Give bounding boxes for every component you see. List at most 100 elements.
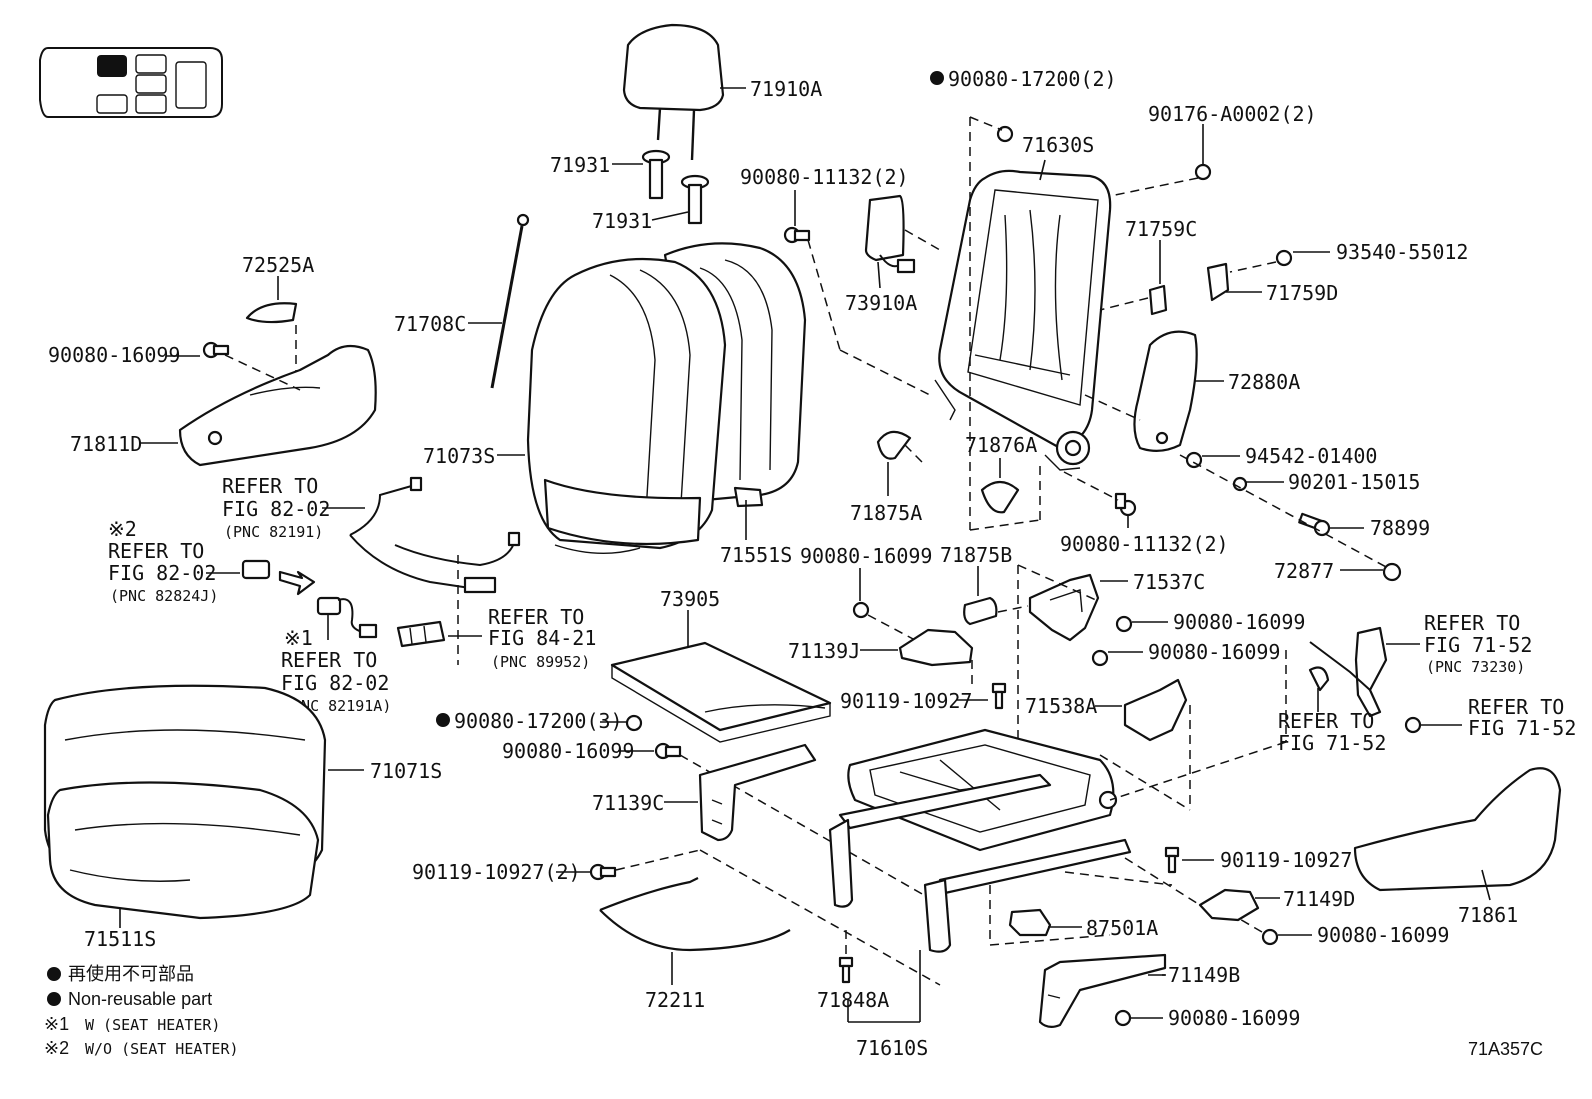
seatback-rod-part[interactable]: [490, 213, 530, 389]
seat-frame-part-71610S[interactable]: [828, 728, 1132, 953]
washer-94542[interactable]: [1185, 451, 1203, 469]
svg-text:※2: ※2: [44, 1038, 69, 1058]
refer-fig-82-02-pnc-82824J[interactable]: ※2 REFER TO FIG 82-02 (PNC 82824J): [108, 517, 218, 605]
connector-89952[interactable]: [396, 620, 446, 648]
refer-fig-82-02-pnc-82191[interactable]: REFER TO FIG 82-02 (PNC 82191): [222, 474, 330, 541]
cover-part-71149D[interactable]: [1198, 888, 1260, 922]
refer-fig-71-52-a[interactable]: REFER TO FIG 71-52: [1278, 709, 1386, 755]
svg-text:再使用不可部品: 再使用不可部品: [68, 964, 194, 984]
label-71848A: 71848A: [817, 988, 889, 1012]
bolt-78899[interactable]: [1298, 512, 1331, 537]
label-71811D: 71811D: [70, 432, 142, 456]
cover-part-71875B[interactable]: [963, 596, 998, 626]
label-90080-17200-b: 90080-17200(3): [454, 709, 623, 733]
label-94542: 94542-01400: [1245, 444, 1377, 468]
label-72877: 72877: [1274, 559, 1334, 583]
label-71759D: 71759D: [1266, 281, 1338, 305]
seatback-cover-part[interactable]: [526, 257, 727, 554]
label-71610S: 71610S: [856, 1036, 928, 1060]
screw-93540-55012[interactable]: [1275, 249, 1293, 267]
bolt-90080-16099-a[interactable]: [202, 341, 230, 359]
wire-harness-part[interactable]: [349, 476, 521, 594]
cover-part-71759D[interactable]: [1206, 262, 1230, 302]
label-72880A: 72880A: [1228, 370, 1300, 394]
svg-text:※1: ※1: [44, 1014, 69, 1034]
cover-part-71876A[interactable]: [980, 480, 1020, 514]
svg-text:(PNC 89952): (PNC 89952): [491, 653, 590, 671]
bolt-90080-16099-d[interactable]: [1091, 649, 1109, 667]
cover-part-71139C[interactable]: [698, 743, 817, 842]
seatback-frame-part-71630S[interactable]: [934, 169, 1112, 471]
svg-text:Non-reusable part: Non-reusable part: [68, 989, 212, 1009]
svg-text:REFER TO: REFER TO: [1424, 611, 1520, 635]
bolt-90080-16099-e[interactable]: [654, 742, 682, 760]
connector-82824J[interactable]: [241, 559, 271, 580]
bolt-90080-11132-a[interactable]: [783, 226, 811, 244]
bolt-90119-10927-b[interactable]: [589, 863, 617, 881]
refer-fig-71-52-pnc-73230[interactable]: REFER TO FIG 71-52 (PNC 73230): [1424, 611, 1532, 676]
non-reusable-dot: [436, 713, 450, 727]
bolt-90119-10927-a[interactable]: [991, 682, 1007, 710]
cap-72877[interactable]: [1382, 562, 1402, 582]
svg-text:REFER TO: REFER TO: [222, 474, 318, 498]
svg-text:REFER TO: REFER TO: [1278, 709, 1374, 733]
seatbelt-buckle-part[interactable]: [1308, 626, 1388, 718]
bolt-90080-16099-f[interactable]: [1261, 928, 1279, 946]
label-90080-16099-f: 90080-16099: [1317, 923, 1449, 947]
cover-part-71875A[interactable]: [876, 430, 912, 460]
label-90080-16099-b: 90080-16099: [800, 544, 932, 568]
label-71875B: 71875B: [940, 543, 1012, 567]
bracket-part-71759C[interactable]: [1148, 284, 1168, 316]
svg-text:(PNC 82824J): (PNC 82824J): [110, 587, 218, 605]
label-72211: 72211: [645, 988, 705, 1012]
side-airbag-part-73910A[interactable]: [864, 194, 916, 274]
label-93540: 93540-55012: [1336, 240, 1468, 264]
label-71149B: 71149B: [1168, 963, 1240, 987]
label-90080-16099-a: 90080-16099: [48, 343, 180, 367]
svg-text:FIG 82-02: FIG 82-02: [222, 497, 330, 521]
label-71071S: 71071S: [370, 759, 442, 783]
bolt-71848A[interactable]: [838, 956, 854, 984]
recliner-cover-part-72880A[interactable]: [1133, 330, 1198, 452]
cushion-pad-part-71511S[interactable]: [46, 781, 320, 920]
bolt-90080-11132-b[interactable]: [1114, 492, 1137, 517]
connector-82191A[interactable]: [316, 596, 378, 639]
headrest-support-lower[interactable]: [680, 174, 710, 225]
headrest-support-upper[interactable]: [641, 149, 671, 200]
label-90176: 90176-A0002(2): [1148, 102, 1317, 126]
side-trim-part-71811D[interactable]: [178, 344, 377, 467]
bolt-90080-16099-c[interactable]: [1115, 615, 1133, 633]
bolt-90119-10927-c[interactable]: [1164, 846, 1180, 874]
label-90080-16099-c: 90080-16099: [1173, 610, 1305, 634]
label-71139C: 71139C: [592, 791, 664, 815]
svg-text:FIG 82-02: FIG 82-02: [108, 561, 216, 585]
bolt-90080-16099-g[interactable]: [1114, 1009, 1132, 1027]
svg-text:FIG 71-52: FIG 71-52: [1468, 716, 1576, 740]
highlight-seat-icon: [97, 55, 127, 77]
headrest-part[interactable]: [622, 23, 725, 161]
switch-part-87501A[interactable]: [1008, 908, 1052, 937]
seatbelt-bolt[interactable]: [1404, 716, 1422, 734]
label-71861: 71861: [1458, 903, 1518, 927]
wire-part-72211[interactable]: [599, 877, 791, 952]
clip-90176[interactable]: [1194, 163, 1212, 181]
hinge-cover-part-71537C[interactable]: [1028, 573, 1100, 642]
label-73905: 73905: [660, 587, 720, 611]
knob-part-72525A[interactable]: [245, 302, 298, 324]
cover-part-71139J[interactable]: [898, 628, 974, 667]
label-71511S: 71511S: [84, 927, 156, 951]
bolt-90080-16099-b[interactable]: [852, 601, 870, 619]
hinge-cover-part-71538A[interactable]: [1123, 678, 1188, 742]
label-90080-11132-a: 90080-11132(2): [740, 165, 909, 189]
refer-fig-84-21-pnc-89952[interactable]: REFER TO FIG 84-21 (PNC 89952): [488, 605, 596, 671]
cover-part-71149B[interactable]: [1038, 953, 1167, 1029]
non-reusable-dot: [930, 71, 944, 85]
locator-thumbnail: [39, 47, 223, 118]
refer-fig-71-52-b[interactable]: REFER TO FIG 71-52: [1468, 695, 1576, 740]
cushion-pan-part-73905[interactable]: [610, 641, 832, 743]
side-shield-part-71861[interactable]: [1353, 767, 1562, 892]
label-71910A: 71910A: [750, 77, 822, 101]
svg-text:FIG 71-52: FIG 71-52: [1278, 731, 1386, 755]
nut-90080-17200-b[interactable]: [625, 714, 643, 732]
